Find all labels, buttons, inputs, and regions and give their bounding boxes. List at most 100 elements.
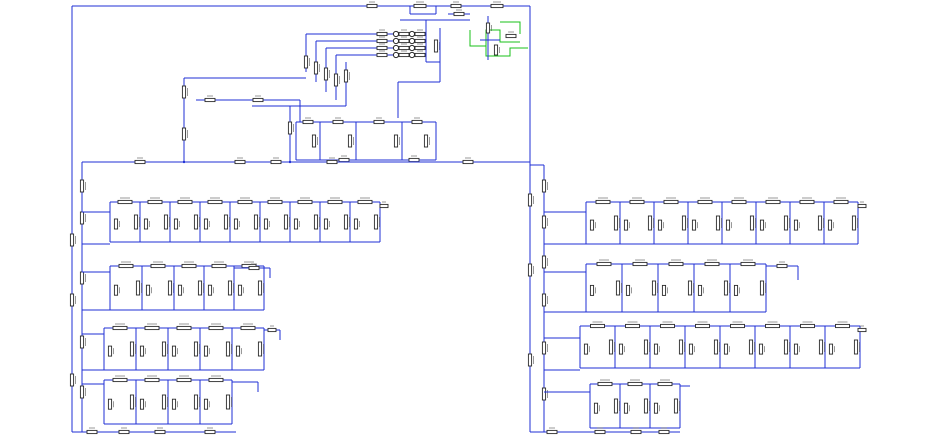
- resistor: [373, 119, 385, 125]
- resistor: [695, 323, 710, 329]
- resistor: [203, 345, 209, 357]
- resistor: [765, 199, 781, 205]
- resistor: [163, 214, 169, 230]
- resistor: [69, 373, 75, 387]
- resistor: [357, 199, 373, 205]
- junction-dot: [182, 160, 186, 164]
- resistor: [776, 263, 788, 269]
- resistor: [704, 261, 720, 267]
- resistor: [625, 323, 640, 329]
- resistor: [171, 345, 177, 357]
- resistor: [630, 429, 642, 435]
- resistor: [653, 402, 659, 414]
- resistor: [257, 280, 263, 296]
- resistor: [583, 343, 589, 355]
- resistor: [211, 263, 227, 269]
- resistor: [267, 327, 277, 333]
- resistor: [327, 199, 343, 205]
- resistor: [270, 159, 282, 165]
- resistor: [118, 429, 130, 435]
- resistor: [723, 280, 729, 296]
- resistor: [208, 325, 224, 331]
- resistor: [857, 203, 867, 209]
- resistor: [398, 45, 410, 51]
- resistor: [173, 218, 179, 230]
- resistor: [505, 33, 517, 39]
- resistor: [733, 284, 739, 296]
- resistor: [79, 211, 85, 225]
- node-marker: [392, 30, 400, 38]
- resistor: [493, 44, 499, 56]
- resistor: [129, 394, 135, 410]
- resistor: [167, 280, 173, 296]
- resistor: [376, 52, 388, 58]
- resistor: [223, 214, 229, 230]
- resistor: [313, 61, 319, 75]
- resistor: [833, 199, 849, 205]
- resistor: [113, 218, 119, 230]
- resistor: [853, 339, 859, 355]
- resistor: [208, 377, 224, 383]
- resistor: [267, 199, 283, 205]
- resistor: [490, 3, 504, 9]
- resistor: [615, 280, 621, 296]
- resistor: [112, 377, 128, 383]
- resistor: [725, 219, 731, 231]
- resistor: [688, 343, 694, 355]
- resistor: [546, 429, 558, 435]
- resistor: [596, 261, 612, 267]
- resistor: [376, 31, 388, 37]
- resistor: [541, 387, 547, 401]
- resistor: [793, 343, 799, 355]
- wire: [500, 21, 521, 34]
- resistor: [193, 214, 199, 230]
- resistor: [143, 218, 149, 230]
- resistor: [661, 284, 667, 296]
- resistor: [227, 280, 233, 296]
- resistor: [235, 345, 241, 357]
- resistor: [608, 339, 614, 355]
- resistor: [663, 199, 679, 205]
- resistor: [835, 323, 850, 329]
- resistor: [589, 284, 595, 296]
- resistor: [414, 31, 426, 37]
- resistor: [723, 343, 729, 355]
- node-marker: [392, 44, 400, 52]
- resistor: [240, 325, 256, 331]
- node-marker: [408, 30, 416, 38]
- resistor: [302, 119, 314, 125]
- resistor: [203, 218, 209, 230]
- resistor: [139, 345, 145, 357]
- resistor: [207, 284, 213, 296]
- resistor: [758, 343, 764, 355]
- resistor: [589, 219, 595, 231]
- resistor: [817, 215, 823, 231]
- resistor: [150, 263, 166, 269]
- resistor: [237, 199, 253, 205]
- resistor: [353, 218, 359, 230]
- resistor: [177, 284, 183, 296]
- resistor: [176, 377, 192, 383]
- resistor: [749, 215, 755, 231]
- resistor: [248, 265, 260, 271]
- resistor: [154, 429, 166, 435]
- resistor: [293, 218, 299, 230]
- resistor: [783, 215, 789, 231]
- resistor: [413, 3, 427, 9]
- resistor: [193, 341, 199, 357]
- resistor: [594, 429, 606, 435]
- resistor: [783, 339, 789, 355]
- resistor: [800, 323, 815, 329]
- resistor: [827, 219, 833, 231]
- resistor: [323, 67, 329, 81]
- resistor: [414, 45, 426, 51]
- resistor: [181, 263, 197, 269]
- resistor: [799, 199, 815, 205]
- resistor: [597, 381, 613, 387]
- resistor: [450, 3, 462, 9]
- resistor: [673, 398, 679, 414]
- resistor: [541, 341, 547, 355]
- resistor: [697, 199, 713, 205]
- resistor: [697, 284, 703, 296]
